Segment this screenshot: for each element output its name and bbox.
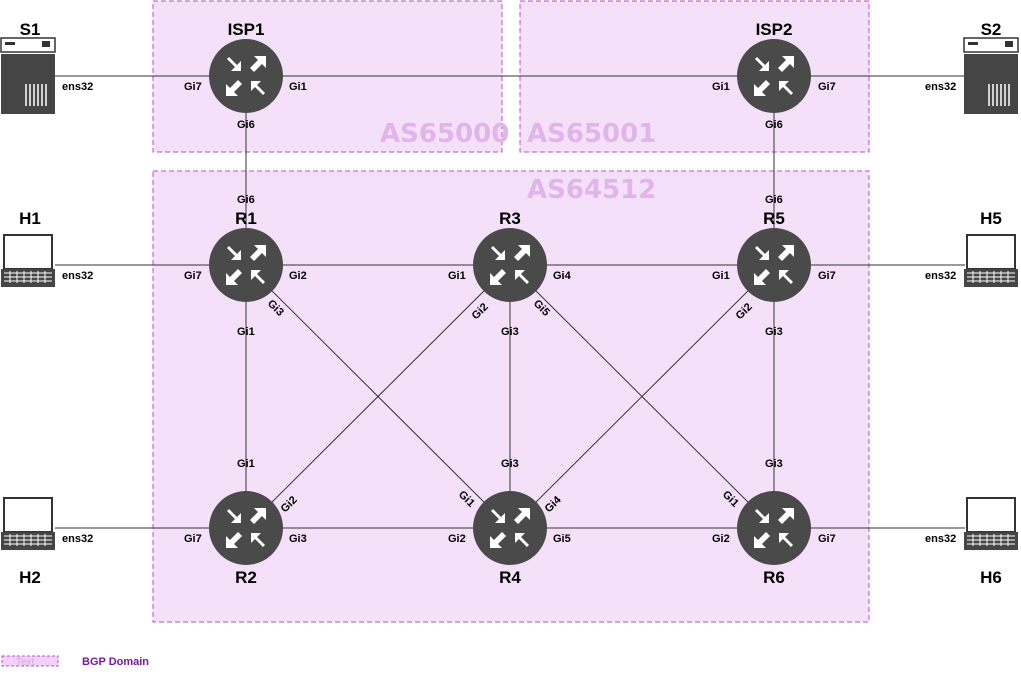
port-label: Gi7 bbox=[184, 270, 202, 282]
port-label: Gi6 bbox=[765, 119, 783, 131]
node-label-isp2: ISP2 bbox=[756, 20, 793, 39]
server-s1-icon bbox=[0, 37, 56, 115]
port-label: Gi7 bbox=[818, 533, 836, 545]
port-label: Gi1 bbox=[712, 270, 730, 282]
laptop-h2-icon bbox=[0, 497, 56, 551]
laptop-h6-icon bbox=[963, 497, 1019, 551]
port-label: Gi1 bbox=[289, 81, 307, 93]
router-isp2-icon bbox=[737, 39, 811, 113]
port-label: ens32 bbox=[62, 270, 93, 282]
link-r3-r2 bbox=[245, 264, 511, 529]
node-label-h2: H2 bbox=[19, 568, 41, 587]
legend-swatch-text: Text bbox=[16, 657, 35, 668]
port-label: Gi2 bbox=[448, 533, 466, 545]
port-label: ens32 bbox=[62, 533, 93, 545]
router-r2-icon bbox=[209, 491, 283, 565]
node-label-s2: S2 bbox=[981, 20, 1002, 39]
legend: Text BGP Domain bbox=[1, 655, 149, 668]
node-label-h5: H5 bbox=[980, 209, 1002, 228]
port-label: ens32 bbox=[925, 81, 956, 93]
domain-label-as65000: AS65000 bbox=[380, 119, 509, 149]
port-label: Gi3 bbox=[501, 326, 519, 338]
laptop-h1-icon bbox=[0, 234, 56, 288]
port-label: Gi2 bbox=[712, 533, 730, 545]
node-label-r4: R4 bbox=[499, 568, 521, 587]
node-label-h1: H1 bbox=[19, 209, 41, 228]
port-label: Gi4 bbox=[553, 270, 572, 282]
port-label: ens32 bbox=[925, 533, 956, 545]
port-label: Gi7 bbox=[818, 270, 836, 282]
legend-label: BGP Domain bbox=[82, 656, 149, 668]
link-r5-r4 bbox=[509, 264, 775, 529]
router-r4-icon bbox=[473, 491, 547, 565]
port-label: Gi1 bbox=[237, 458, 255, 470]
node-label-r6: R6 bbox=[763, 568, 785, 587]
port-label: Gi6 bbox=[765, 194, 783, 206]
port-label: Gi5 bbox=[553, 533, 571, 545]
router-r5-icon bbox=[737, 228, 811, 302]
port-label: Gi1 bbox=[448, 270, 466, 282]
domain-label-as64512: AS64512 bbox=[527, 175, 656, 205]
legend-swatch bbox=[1, 655, 59, 667]
domain-label-as65001: AS65001 bbox=[527, 119, 656, 149]
node-label-r3: R3 bbox=[499, 209, 521, 228]
node-label-r1: R1 bbox=[235, 209, 257, 228]
router-isp1-icon bbox=[209, 39, 283, 113]
port-label: Gi7 bbox=[818, 81, 836, 93]
port-label: Gi3 bbox=[289, 533, 307, 545]
port-label: Gi7 bbox=[184, 81, 202, 93]
router-r1-icon bbox=[209, 228, 283, 302]
port-label: Gi6 bbox=[237, 119, 255, 131]
server-s2-icon bbox=[963, 37, 1019, 115]
port-label: Gi3 bbox=[765, 458, 783, 470]
port-label: Gi6 bbox=[237, 194, 255, 206]
node-label-h6: H6 bbox=[980, 568, 1002, 587]
node-label-r2: R2 bbox=[235, 568, 257, 587]
port-label: Gi3 bbox=[765, 326, 783, 338]
node-label-r5: R5 bbox=[763, 209, 785, 228]
port-label: Gi1 bbox=[237, 326, 255, 338]
port-label: Gi3 bbox=[501, 458, 519, 470]
router-r6-icon bbox=[737, 491, 811, 565]
port-label: ens32 bbox=[925, 270, 956, 282]
port-label: Gi2 bbox=[289, 270, 307, 282]
node-label-isp1: ISP1 bbox=[228, 20, 265, 39]
node-label-s1: S1 bbox=[20, 20, 41, 39]
port-label: ens32 bbox=[62, 81, 93, 93]
router-r3-icon bbox=[473, 228, 547, 302]
laptop-h5-icon bbox=[963, 234, 1019, 288]
port-label: Gi7 bbox=[184, 533, 202, 545]
port-label: Gi1 bbox=[712, 81, 730, 93]
